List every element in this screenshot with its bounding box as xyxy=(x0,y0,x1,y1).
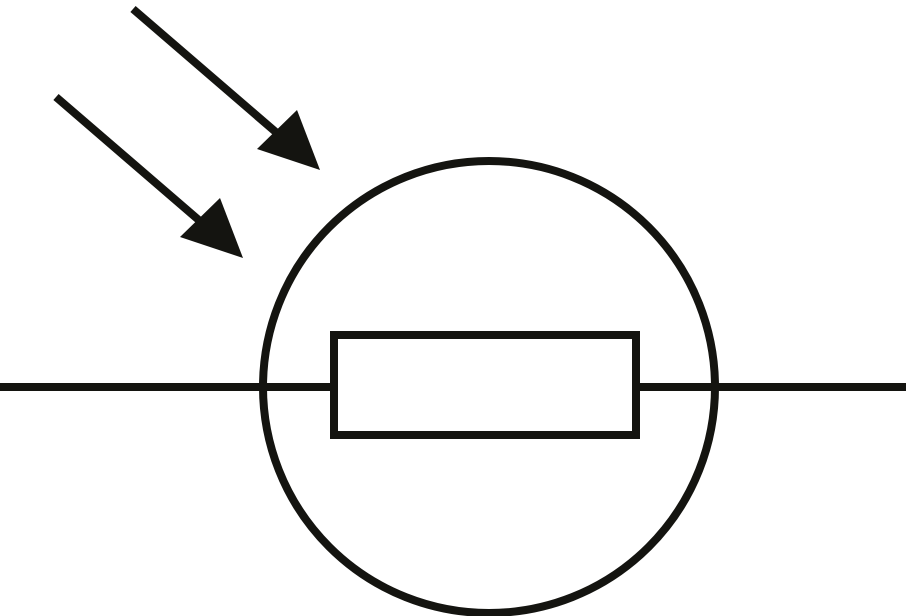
light-arrow-lower-shaft xyxy=(53,93,211,232)
light-arrow-lower-head-icon xyxy=(180,198,243,258)
enclosing-circle xyxy=(259,157,719,616)
resistor-body xyxy=(330,331,640,439)
light-arrow-upper-head-icon xyxy=(257,110,320,170)
light-arrow-upper-shaft xyxy=(130,5,288,144)
